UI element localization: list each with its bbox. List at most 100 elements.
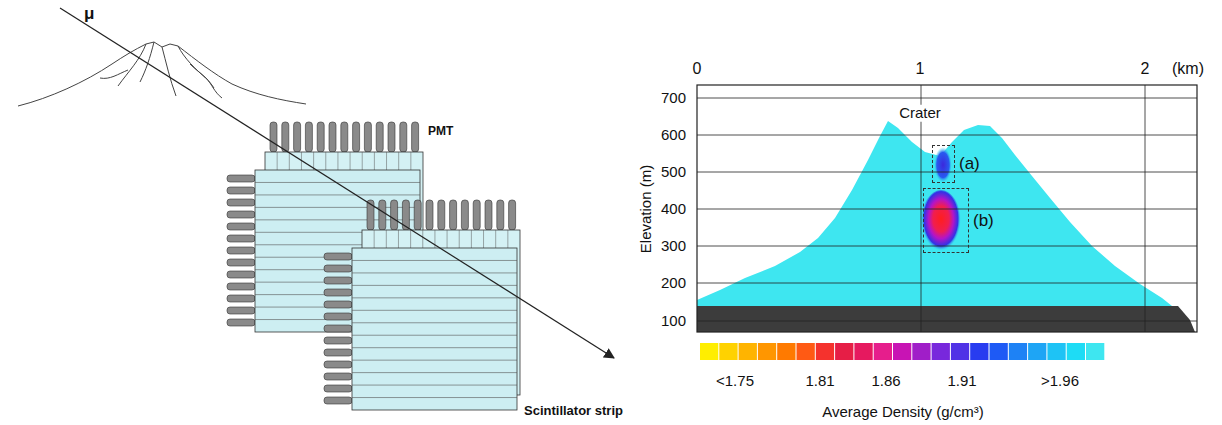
detector-b	[352, 385, 517, 386]
mountain-section	[697, 121, 1172, 306]
detector-b	[324, 361, 352, 368]
detector-a	[325, 152, 326, 170]
colorbar-swatch	[1028, 343, 1046, 360]
detector-a	[227, 223, 255, 230]
region-label: (b)	[973, 211, 994, 231]
detector-a	[227, 319, 255, 326]
feature-label: Crater	[897, 105, 943, 122]
detector-b	[438, 200, 445, 230]
colorbar-tick: 1.86	[871, 373, 900, 390]
detector-a	[255, 194, 420, 195]
detector-a	[227, 295, 255, 302]
region-box: (b)	[923, 188, 969, 253]
detector-a	[289, 152, 290, 170]
detector-a	[398, 152, 399, 170]
colorbar-swatch	[951, 343, 969, 360]
detector-a	[227, 175, 255, 182]
grid	[697, 283, 1197, 284]
colorbar-swatch	[970, 343, 988, 360]
volcano-sketch	[140, 42, 154, 82]
detector-a	[376, 122, 383, 152]
colorbar-swatch	[893, 343, 911, 360]
detector-b	[386, 230, 387, 248]
detector-a	[227, 283, 255, 290]
detector-b	[352, 310, 517, 311]
grid	[697, 209, 1197, 210]
colorbar-swatch	[874, 343, 892, 360]
detector-a	[364, 122, 371, 152]
grid	[697, 172, 1197, 173]
detector-b	[450, 200, 457, 230]
grid	[1145, 85, 1146, 332]
detector-b	[324, 385, 352, 392]
detector-b	[471, 230, 472, 248]
grid	[697, 98, 1197, 99]
colorbar-swatch	[835, 343, 853, 360]
axis-tick: 200	[661, 275, 686, 292]
colorbar-tick: 1.81	[805, 373, 834, 390]
detector-a	[227, 211, 255, 218]
plot-frame	[697, 85, 1197, 332]
colorbar-swatch	[1009, 343, 1027, 360]
grid	[697, 135, 1197, 136]
detector-b	[459, 230, 460, 248]
detector-b	[374, 230, 375, 248]
colorbar-tick: <1.75	[716, 373, 754, 390]
colorbar-swatch	[1086, 343, 1104, 360]
detector-b	[461, 200, 468, 230]
colorbar-swatch	[758, 343, 776, 360]
part-label: PMT	[428, 125, 453, 138]
detector-b	[324, 337, 352, 344]
detector-b	[473, 200, 480, 230]
colorbar-swatch	[990, 343, 1008, 360]
detector-a	[317, 122, 324, 152]
colorbar-tick: 1.91	[947, 373, 976, 390]
colorbar-swatch	[739, 343, 757, 360]
volcano-sketch	[18, 42, 306, 106]
axis-tick: 300	[661, 238, 686, 255]
detector-b	[324, 253, 352, 260]
volcano-sketch	[118, 44, 146, 86]
colorbar	[700, 343, 1104, 360]
detector-a	[341, 122, 348, 152]
detector-b	[352, 335, 517, 336]
axis-tick: 400	[661, 201, 686, 218]
detector-b	[352, 285, 517, 286]
detector-b	[507, 230, 508, 248]
detector-a	[337, 152, 338, 170]
detector-b	[352, 297, 517, 298]
colorbar-swatch	[912, 343, 930, 360]
detector-b	[324, 349, 352, 356]
region-label: (a)	[959, 154, 980, 174]
detector-b	[509, 200, 516, 230]
detector-b	[447, 230, 448, 248]
detector-b	[414, 200, 421, 230]
detector-b	[352, 272, 517, 273]
detector-b	[352, 260, 517, 261]
detector-b	[497, 200, 504, 230]
muon-symbol: μ	[84, 5, 94, 24]
plot-frame-fill	[697, 85, 1197, 332]
detector-b	[410, 230, 411, 248]
volcano-sketch	[162, 47, 176, 96]
detector-a	[329, 122, 336, 152]
detector-a	[227, 271, 255, 278]
volcano-sketch	[190, 64, 214, 88]
detector-a	[227, 247, 255, 254]
detector-a	[227, 187, 255, 194]
colorbar-swatch	[816, 343, 834, 360]
detector-b	[324, 313, 352, 320]
detector-b	[352, 248, 517, 410]
detector-a	[227, 199, 255, 206]
detector-b	[324, 301, 352, 308]
detector-b	[324, 265, 352, 272]
detector-b	[426, 200, 433, 230]
axis-tick: 1	[916, 60, 925, 78]
detector-b	[495, 230, 496, 248]
axis-tick: 100	[661, 313, 686, 330]
volcano-sketch	[100, 70, 128, 78]
anomaly-a	[934, 147, 952, 183]
detector-a	[305, 122, 312, 152]
detector-b	[352, 360, 517, 361]
